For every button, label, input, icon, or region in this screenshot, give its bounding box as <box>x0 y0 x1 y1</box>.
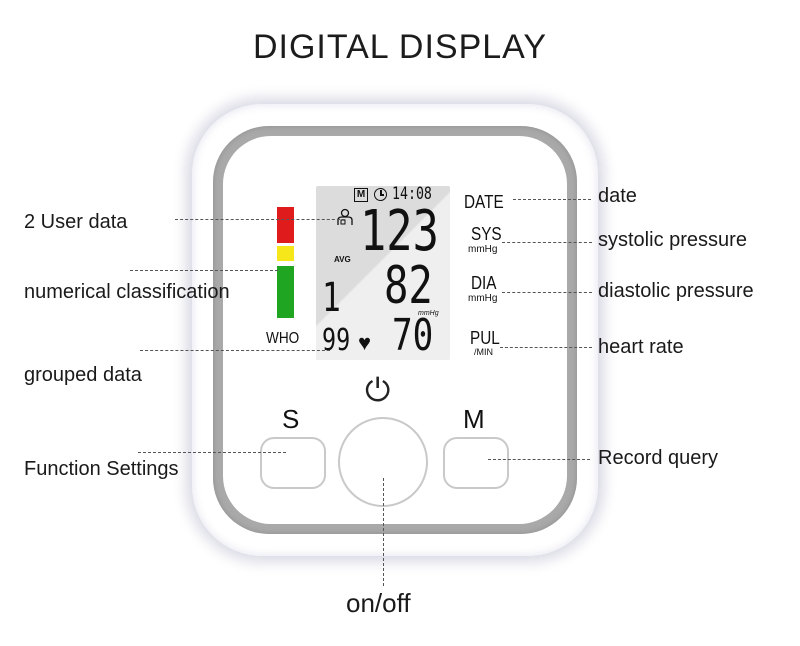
leader-record-query <box>488 459 590 460</box>
lcd-screen: M 14:08 123 AVG 82 1 mmHg 99 ♥ 70 <box>316 186 450 360</box>
leader-heart-rate <box>500 347 592 348</box>
power-icon: ⏻ <box>365 372 391 408</box>
sys-unit: mmHg <box>468 244 498 255</box>
leader-on-off <box>383 478 384 586</box>
memory-button[interactable] <box>443 437 509 489</box>
pul-unit: /MIN <box>474 347 493 357</box>
annotation-record-query: Record query <box>598 447 719 469</box>
annotation-on-off: on/off <box>346 588 411 618</box>
lcd-avg-label: AVG <box>334 255 351 264</box>
classification-bar-red <box>277 207 294 243</box>
set-button-label: S <box>282 404 300 434</box>
annotation-diastolic-pressure: diastolic pressure <box>598 280 754 302</box>
sys-label: SYS <box>471 224 502 244</box>
date-label: DATE <box>464 192 504 212</box>
clock-icon <box>374 188 387 201</box>
heart-icon: ♥ <box>358 330 372 355</box>
lcd-pulse: 70 <box>392 310 434 360</box>
classification-bar-green <box>277 266 294 318</box>
dia-label: DIA <box>471 273 497 293</box>
dia-unit: mmHg <box>468 293 498 304</box>
memory-button-label: M <box>463 404 485 434</box>
leader-user-data <box>175 219 345 220</box>
annotation-grouped-data: grouped data <box>24 364 142 386</box>
annotation-function-settings: Function Settings <box>24 458 179 480</box>
leader-grouped-data <box>140 350 330 351</box>
lcd-group-count: 99 <box>322 323 351 358</box>
annotation-numerical-classification: numerical classification <box>24 281 230 303</box>
annotation-systolic-pressure: systolic pressure <box>598 229 747 251</box>
annotation-heart-rate: heart rate <box>598 336 684 358</box>
leader-diastolic <box>502 292 592 293</box>
page-title: DIGITAL DISPLAY <box>252 28 547 66</box>
leader-numerical-classification <box>130 270 278 271</box>
classification-bar-yellow <box>277 246 294 261</box>
lcd-time: 14:08 <box>392 186 432 204</box>
memory-badge: M <box>354 188 368 202</box>
annotation-date: date <box>598 185 637 207</box>
lcd-systolic: 123 <box>360 199 439 264</box>
who-label: WHO <box>266 330 300 347</box>
lcd-user-number: 1 <box>322 275 341 321</box>
lcd-mmhg: mmHg <box>418 310 439 317</box>
leader-function-settings <box>138 452 286 453</box>
set-button[interactable] <box>260 437 326 489</box>
pul-label: PUL <box>470 328 500 348</box>
leader-date <box>513 199 591 200</box>
lcd-diastolic: 82 <box>384 256 433 316</box>
leader-systolic <box>502 242 592 243</box>
annotation-user-data: 2 User data <box>24 211 128 233</box>
user-icon <box>336 208 354 226</box>
